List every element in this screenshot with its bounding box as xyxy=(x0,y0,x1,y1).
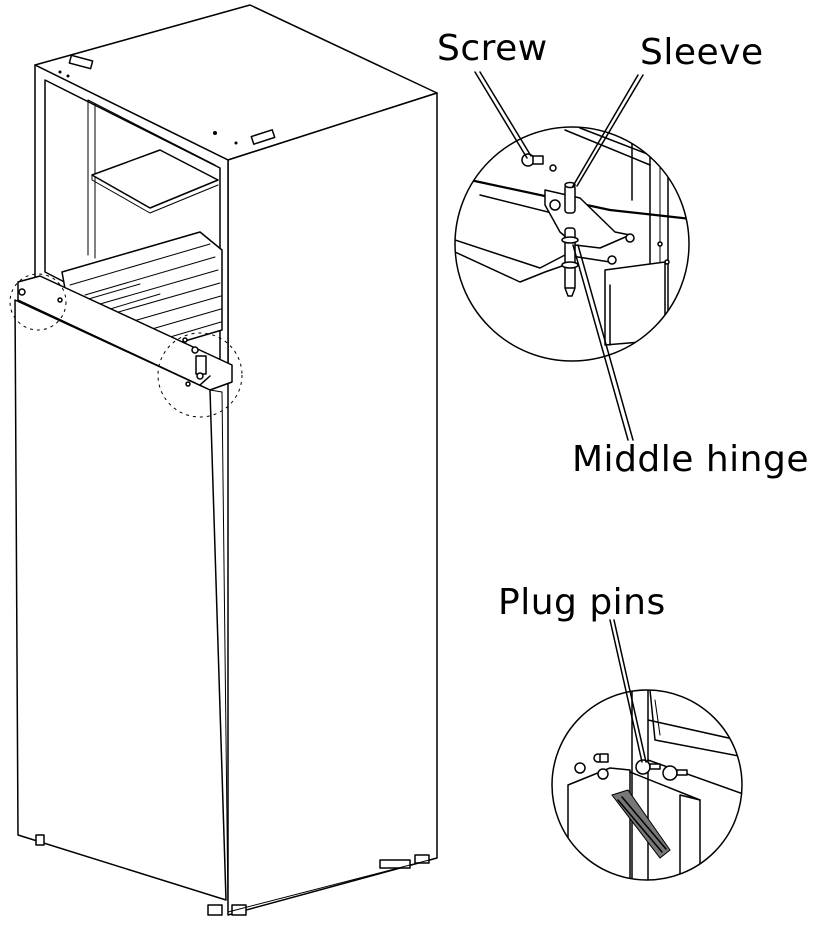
leader-screw xyxy=(474,71,528,159)
fridge-door xyxy=(14,299,227,901)
leader-lines xyxy=(474,71,647,763)
hint-circle-right xyxy=(157,332,243,418)
door-handle-slot xyxy=(611,789,671,859)
hint-circle-left xyxy=(9,273,67,331)
freezer-shelf xyxy=(91,149,219,209)
label-screw: Screw xyxy=(437,28,548,69)
leader-sleeve xyxy=(572,74,639,187)
middle-divider xyxy=(17,275,233,391)
leader-middle-hinge xyxy=(572,244,629,441)
fridge-feet xyxy=(35,834,438,916)
leader-plug-pins xyxy=(609,619,643,763)
plug-pins xyxy=(635,759,688,781)
refrigerator-illustration xyxy=(9,4,438,916)
hinge-detail-magnifier xyxy=(454,126,690,362)
screw-part xyxy=(521,153,544,167)
plug-pins-detail-magnifier xyxy=(551,689,743,881)
label-sleeve: Sleeve xyxy=(640,32,764,73)
fridge-side-panel xyxy=(227,92,438,916)
label-middle-hinge: Middle hinge xyxy=(572,439,809,480)
hinge-parts-on-fridge xyxy=(18,288,207,387)
label-plug-pins: Plug pins xyxy=(498,582,666,623)
hinge-sleeve xyxy=(564,184,576,214)
